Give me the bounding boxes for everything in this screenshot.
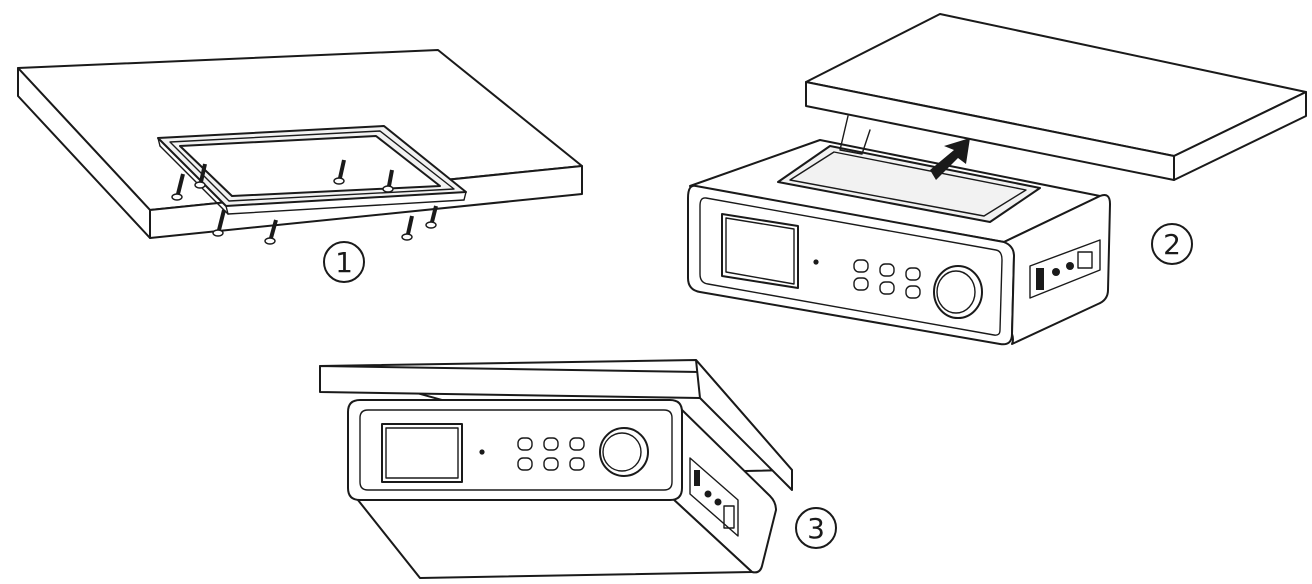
shelf-board <box>805 13 1307 181</box>
display-screen <box>381 423 463 483</box>
screw-icon <box>194 163 207 189</box>
screws <box>171 159 438 245</box>
preset-buttons <box>853 259 921 299</box>
step-1-number: 1 <box>335 246 353 279</box>
display-screen <box>721 213 799 289</box>
side-ports <box>1029 239 1101 299</box>
radio-body <box>347 399 777 579</box>
preset-buttons <box>517 437 585 471</box>
volume-knob <box>599 427 649 477</box>
step-3-mounted-result: 3 <box>319 359 837 579</box>
step-2-number: 2 <box>1163 228 1181 261</box>
step-2-label: 2 <box>1151 223 1193 265</box>
side-ports <box>689 457 739 537</box>
step-1-label: 1 <box>323 241 365 283</box>
screw-icon <box>171 173 185 201</box>
step-1-bracket-mounting: 1 <box>17 49 583 283</box>
step-2-attach-radio: 2 <box>687 13 1307 346</box>
screw-icon <box>401 215 414 241</box>
volume-knob <box>933 265 983 319</box>
step-3-number: 3 <box>807 512 825 545</box>
radio-body <box>687 115 1111 346</box>
screw-icon <box>264 219 278 245</box>
slide-direction-arrow-icon <box>930 138 970 180</box>
screw-icon <box>425 205 438 229</box>
screw-icon <box>333 159 346 185</box>
screw-icon <box>382 169 394 193</box>
step-3-label: 3 <box>795 507 837 549</box>
screw-icon <box>212 209 226 237</box>
